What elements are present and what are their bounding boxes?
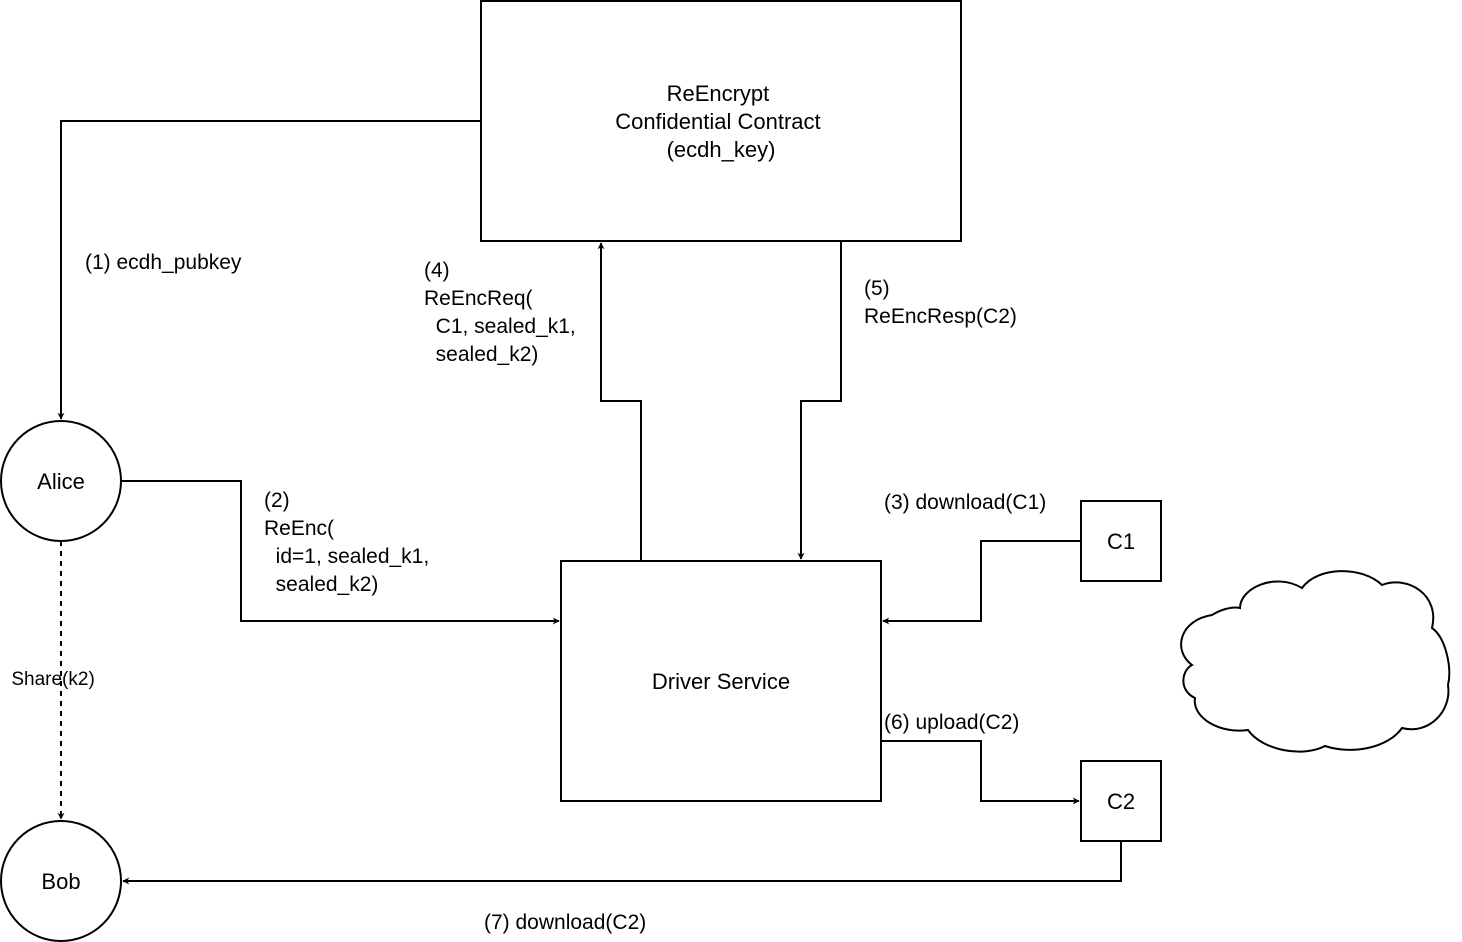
bob-label: Bob — [41, 869, 80, 894]
cloud-icon — [1180, 570, 1451, 753]
step4-label-line-4: sealed_k2) — [424, 343, 538, 366]
step2-label-line-3: id=1, sealed_k1, — [264, 545, 429, 568]
bob-node — [0, 820, 122, 942]
contract-label-line-2: Confidential Contract — [615, 109, 820, 134]
step6-label: (6) upload(C2) — [884, 711, 1019, 734]
step4-label-line-3: C1, sealed_k1, — [424, 315, 576, 338]
step6-label-line-1: (6) upload(C2) — [884, 711, 1019, 734]
step5-label: (5) ReEncResp(C2) — [0, 0, 1034, 328]
step2-label-line-2: ReEnc( — [264, 517, 334, 540]
step7-label: (7) download(C2) — [0, 0, 664, 934]
step2-label-line-1: (2) — [264, 489, 290, 512]
step5-label-line-2: ReEncResp(C2) — [864, 305, 1017, 328]
step4-label-line-2: ReEncReq( — [424, 287, 533, 310]
contract-label-line-1: ReEncrypt — [667, 81, 770, 106]
step2-label-line-4: sealed_k2) — [264, 573, 378, 596]
edge-step6-arrow — [881, 740, 1080, 805]
alice-label: Alice — [37, 469, 85, 494]
contract-label-line-3: (ecdh_key) — [667, 137, 776, 162]
step1-label: (1) ecdh_pubkey — [0, 0, 259, 274]
step4-label: (4) ReEncReq( C1, sealed_k1, sealed_k2) — [0, 0, 605, 366]
c1-box — [1080, 500, 1162, 582]
step7-label-line-1: (7) download(C2) — [484, 911, 646, 934]
driver-service-box — [560, 560, 882, 802]
step5-label-line-1: (5) — [864, 277, 890, 300]
alice-node — [0, 420, 122, 542]
share-label-line-1: Share(k2) — [11, 669, 94, 690]
edge-step4-arrow — [597, 242, 642, 561]
edge-step1-arrow — [57, 120, 481, 420]
contract-box — [480, 0, 962, 242]
step3-label: (3) download(C1) — [0, 0, 1064, 514]
c2-box — [1080, 760, 1162, 842]
c2-label: C2 — [1107, 789, 1135, 814]
edge-step7-arrow — [122, 841, 1122, 885]
edge-step5-arrow — [797, 241, 842, 560]
contract-label: ReEncrypt Confidential Contract (ecdh_ke… — [615, 81, 827, 162]
share-label: Share(k2) — [0, 0, 111, 690]
step4-label-line-1: (4) — [424, 259, 450, 282]
step3-label-line-1: (3) download(C1) — [884, 491, 1046, 514]
c1-label: C1 — [1107, 529, 1135, 554]
edge-step3-arrow — [882, 540, 1081, 625]
step2-label: (2) ReEnc( id=1, sealed_k1, sealed_k2) — [0, 0, 458, 596]
driver-service-label: Driver Service — [652, 669, 790, 694]
step1-label-line-1: (1) ecdh_pubkey — [85, 251, 242, 274]
edge-step2-arrow — [121, 480, 560, 625]
